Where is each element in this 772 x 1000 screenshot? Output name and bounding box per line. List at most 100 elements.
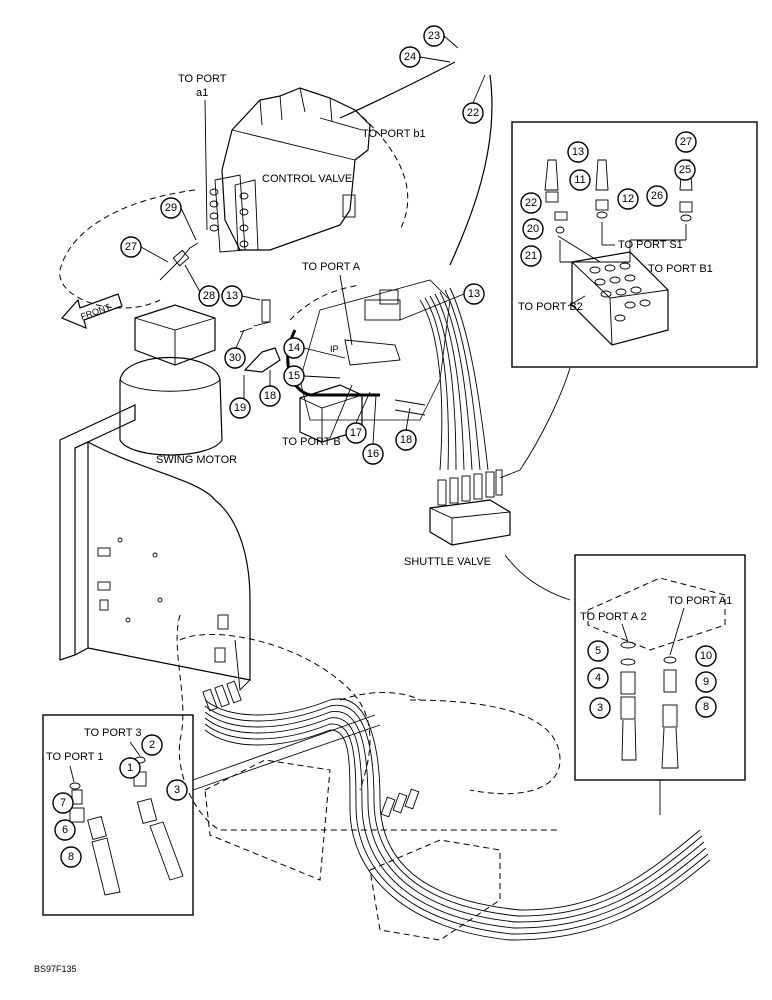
- callout-27-inset: 27: [675, 131, 697, 153]
- label-to-port-b1-top: TO PORT b1: [362, 128, 426, 140]
- svg-text:18: 18: [264, 390, 276, 402]
- callout-14: 14: [283, 337, 305, 359]
- callout-27: 27: [120, 236, 142, 258]
- label-front: FRONT: [79, 302, 112, 322]
- callout-12: 12: [617, 188, 639, 210]
- svg-text:9: 9: [703, 676, 709, 688]
- callouts: 1 2 3 6 7 8 3 4 5 8 9 10 11 12 13 20 21 …: [52, 25, 717, 868]
- svg-text:25: 25: [679, 164, 691, 176]
- leader-lines: [140, 35, 486, 445]
- callout-18: 18: [259, 385, 281, 407]
- inset-shuttle-ports: TO PORT S1 TO PORT B1 TO PORT B2: [511, 121, 758, 368]
- svg-text:24: 24: [404, 51, 416, 63]
- svg-text:30: 30: [229, 352, 241, 364]
- svg-text:12: 12: [622, 193, 634, 205]
- svg-text:8: 8: [68, 851, 74, 863]
- svg-text:13: 13: [468, 288, 480, 300]
- callout-30: 30: [224, 347, 246, 369]
- callout-8b: 8: [695, 696, 717, 718]
- callout-2: 2: [141, 734, 163, 756]
- svg-text:7: 7: [60, 797, 66, 809]
- callout-5: 5: [587, 640, 609, 662]
- callout-28: 28: [198, 285, 220, 307]
- svg-text:13: 13: [572, 146, 584, 158]
- inset-swivel-ports: TO PORT 3 TO PORT 1: [42, 714, 194, 916]
- swing-motor: [119, 304, 223, 456]
- callout-15: 15: [283, 365, 305, 387]
- svg-text:14: 14: [288, 342, 300, 354]
- callout-21: 21: [520, 245, 542, 267]
- label-to-port-a2: TO PORT A 2: [580, 611, 647, 623]
- svg-text:3: 3: [174, 784, 180, 796]
- svg-text:26: 26: [651, 190, 663, 202]
- svg-text:IP: IP: [330, 344, 339, 354]
- callout-22-inset: 22: [520, 192, 542, 214]
- svg-text:18: 18: [400, 434, 412, 446]
- callout-24: 24: [399, 46, 421, 68]
- svg-text:17: 17: [350, 427, 362, 439]
- svg-text:11: 11: [574, 174, 585, 186]
- svg-text:22: 22: [467, 107, 479, 119]
- svg-text:10: 10: [700, 650, 712, 662]
- frame-panel: [59, 404, 251, 691]
- callout-19: 19: [229, 397, 251, 419]
- svg-text:28: 28: [203, 290, 215, 302]
- figure-code: BS97F135: [34, 964, 77, 974]
- label-to-port-a: TO PORT A: [302, 261, 361, 273]
- callout-3b: 3: [589, 697, 611, 719]
- callout-13b: 13: [463, 283, 485, 305]
- svg-text:22: 22: [525, 197, 537, 209]
- svg-text:20: 20: [527, 223, 539, 235]
- callout-9: 9: [695, 671, 717, 693]
- callout-8: 8: [60, 846, 82, 868]
- svg-text:6: 6: [62, 824, 68, 836]
- callout-7: 7: [52, 792, 74, 814]
- front-arrow: FRONT: [60, 293, 123, 330]
- callout-4: 4: [587, 667, 609, 689]
- callout-17: 17: [345, 422, 367, 444]
- callout-23: 23: [423, 25, 445, 47]
- label-swing-motor: SWING MOTOR: [156, 454, 237, 466]
- callout-6: 6: [54, 819, 76, 841]
- svg-text:16: 16: [367, 448, 379, 460]
- label-to-port-b: TO PORT B: [282, 436, 341, 448]
- label-to-port-a1: TO PORT A1: [668, 595, 732, 607]
- callout-3: 3: [166, 779, 188, 801]
- svg-text:13: 13: [226, 290, 238, 302]
- control-valve: [59, 87, 409, 309]
- callout-10: 10: [695, 645, 717, 667]
- callout-13: 13: [221, 285, 243, 307]
- callout-11: 11: [569, 169, 591, 191]
- svg-text:27: 27: [125, 241, 137, 253]
- svg-text:27: 27: [680, 136, 692, 148]
- callout-13-inset: 13: [567, 141, 589, 163]
- svg-text:23: 23: [428, 30, 440, 42]
- shuttle-valve: [429, 469, 511, 546]
- label-to-port-b1: TO PORT B1: [648, 263, 713, 275]
- svg-text:3: 3: [597, 702, 603, 714]
- label-control-valve: CONTROL VALVE: [262, 173, 352, 185]
- label-to-port-s1: TO PORT S1: [618, 239, 683, 251]
- callout-22: 22: [462, 102, 484, 124]
- label-to-port-1: TO PORT 1: [46, 751, 103, 763]
- callout-26: 26: [646, 185, 668, 207]
- callout-20: 20: [522, 218, 544, 240]
- lower-boom-hoses: [176, 614, 711, 941]
- callout-18b: 18: [395, 429, 417, 451]
- svg-text:15: 15: [288, 370, 300, 382]
- callout-16: 16: [362, 443, 384, 465]
- inset-swing-motor-ports: TO PORT A 2 TO PORT A1: [574, 554, 746, 781]
- svg-text:1: 1: [127, 762, 133, 774]
- svg-text:8: 8: [703, 701, 709, 713]
- label-shuttle-valve: SHUTTLE VALVE: [404, 556, 491, 568]
- svg-text:19: 19: [234, 402, 246, 414]
- svg-text:4: 4: [595, 672, 601, 684]
- svg-text:29: 29: [165, 202, 177, 214]
- callout-1: 1: [119, 757, 141, 779]
- label-to-port-b2: TO PORT B2: [518, 301, 583, 313]
- svg-text:2: 2: [149, 739, 155, 751]
- svg-text:21: 21: [525, 250, 537, 262]
- callout-25: 25: [674, 159, 696, 181]
- callout-29: 29: [160, 197, 182, 219]
